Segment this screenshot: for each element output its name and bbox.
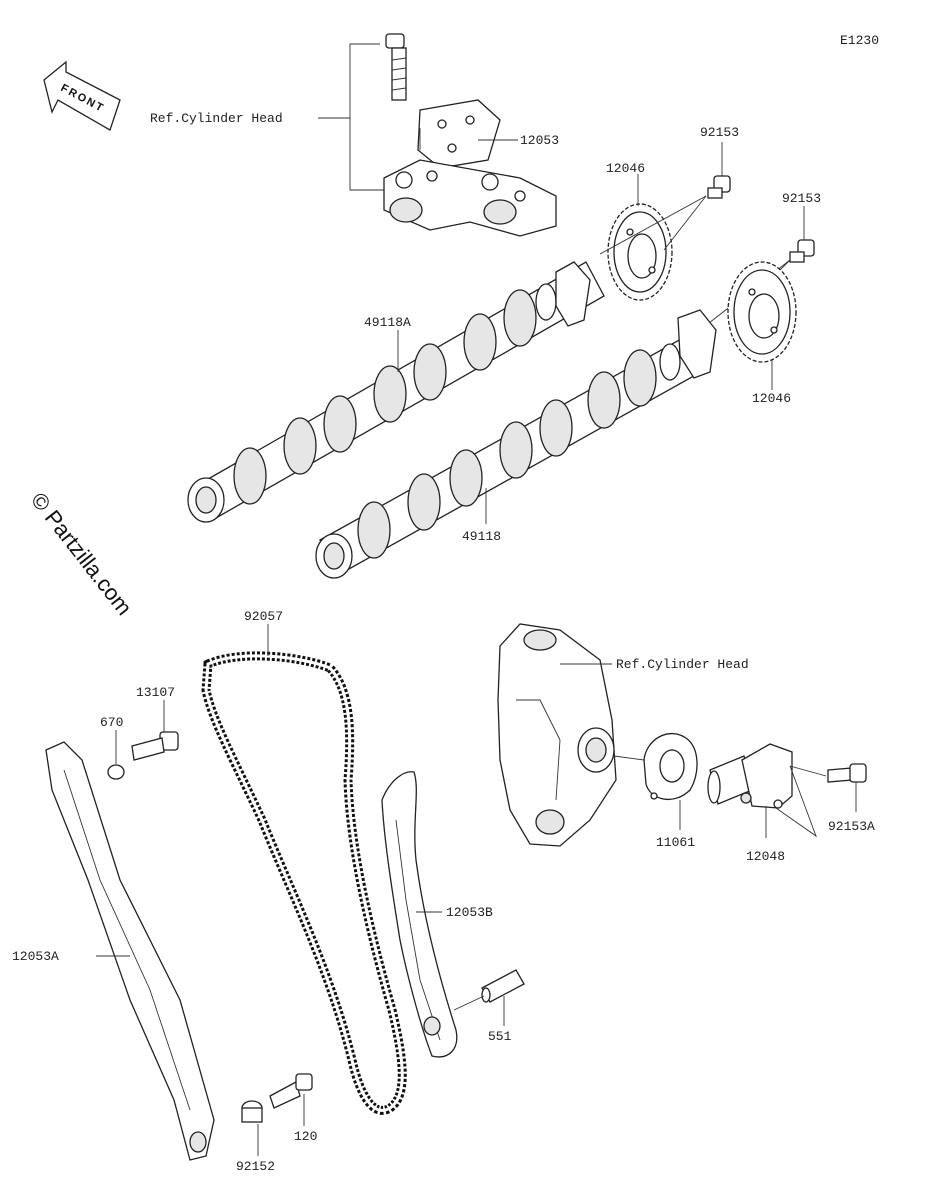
label-120: 120 xyxy=(294,1129,317,1144)
label-12053: 12053 xyxy=(520,133,559,148)
label-12048: 12048 xyxy=(746,849,785,864)
cam-sprocket-top-icon xyxy=(607,203,673,301)
gasket-11061-icon xyxy=(643,732,698,801)
ref-cylinder-head-bracket xyxy=(318,43,390,191)
label-ref-cylinder-head-top: Ref.Cylinder Head xyxy=(150,111,283,126)
label-551: 551 xyxy=(488,1029,512,1044)
chain-guide-12053B-icon xyxy=(381,771,458,1058)
label-49118: 49118 xyxy=(462,529,501,544)
watermark: © Partzilla.com xyxy=(26,488,137,620)
label-12046-top: 12046 xyxy=(606,161,645,176)
camshaft-49118-icon xyxy=(315,309,717,579)
label-12046-bottom: 12046 xyxy=(752,391,791,406)
label-92153-a: 92153 xyxy=(700,125,739,140)
chain-guide-12053A-icon xyxy=(45,741,215,1161)
tensioner-bolt-92153A-icon xyxy=(827,763,867,783)
label-92153-b: 92153 xyxy=(782,191,821,206)
chain-tensioner-12048-icon xyxy=(707,743,793,809)
front-arrow-icon: FRONT xyxy=(43,60,121,131)
plate-12053-icon xyxy=(417,99,501,169)
diagram-code: E1230 xyxy=(840,33,879,48)
sprocket-bolt-b-icon xyxy=(789,239,815,263)
camshaft-holder-icon xyxy=(383,159,557,237)
label-11061: 11061 xyxy=(656,835,695,850)
o-ring-670-icon xyxy=(107,764,125,780)
cam-sprocket-bottom-icon xyxy=(727,261,797,363)
label-13107: 13107 xyxy=(136,685,175,700)
pin-551-icon xyxy=(481,969,525,1003)
label-12053A: 12053A xyxy=(12,949,59,964)
guide-bolt-120-icon xyxy=(269,1073,313,1109)
camshaft-49118A-icon xyxy=(187,261,605,523)
cylinder-head-fragment-icon xyxy=(497,623,617,847)
guide-bolt-13107-icon xyxy=(131,731,179,761)
label-92153A: 92153A xyxy=(828,819,875,834)
label-92152: 92152 xyxy=(236,1159,275,1174)
label-49118A: 49118A xyxy=(364,315,411,330)
collar-92152-icon xyxy=(241,1100,263,1123)
label-92057: 92057 xyxy=(244,609,283,624)
label-12053B: 12053B xyxy=(446,905,493,920)
label-ref-cylinder-head-right: Ref.Cylinder Head xyxy=(616,657,749,672)
cam-cap-bolt-icon xyxy=(385,33,407,101)
label-670: 670 xyxy=(100,715,123,730)
cam-chain-icon xyxy=(201,651,407,1115)
sprocket-bolt-a-icon xyxy=(707,175,731,199)
